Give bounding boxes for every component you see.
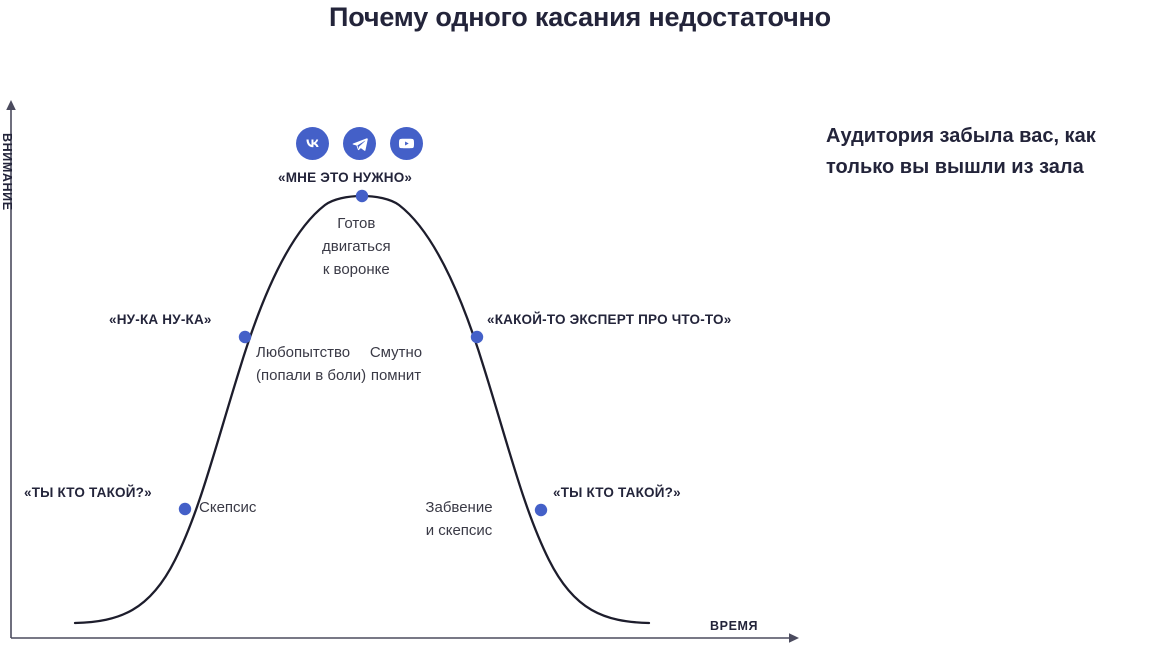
label-peak-quote: «МНЕ ЭТО НУЖНО» [278,170,413,185]
data-point-left-mid[interactable] [238,330,252,344]
x-axis-label: ВРЕМЯ [710,619,759,633]
label-right-low-quote: «ТЫ КТО ТАКОЙ?» [553,485,681,500]
label-left-mid-note: Любопытство(попали в боли) [256,344,367,384]
data-point-right-low[interactable] [534,503,548,517]
data-point-right-mid[interactable] [470,330,484,344]
side-caption: Аудитория забыла вас, как только вы вышл… [826,125,1096,178]
label-left-mid-quote: «НУ-КА НУ-КА» [109,312,212,327]
data-point-left-low[interactable] [178,502,192,516]
youtube-icon[interactable] [390,127,423,160]
chart-svg [6,100,799,643]
y-axis-arrow-icon [6,100,16,110]
x-axis-arrow-icon [789,633,799,643]
vk-icon[interactable] [296,127,329,160]
page-title: Почему одного касания недостаточно [329,2,831,32]
data-point-peak[interactable] [355,189,369,203]
telegram-icon[interactable] [343,127,376,160]
label-left-low-note: Скепсис [199,499,257,516]
social-icons-group [296,127,423,160]
label-left-low-quote: «ТЫ КТО ТАКОЙ?» [24,485,152,500]
label-right-mid-quote: «КАКОЙ-ТО ЭКСПЕРТ ПРО ЧТО-ТО» [487,312,732,327]
y-axis-label: ВНИМАНИЕ [0,133,14,211]
